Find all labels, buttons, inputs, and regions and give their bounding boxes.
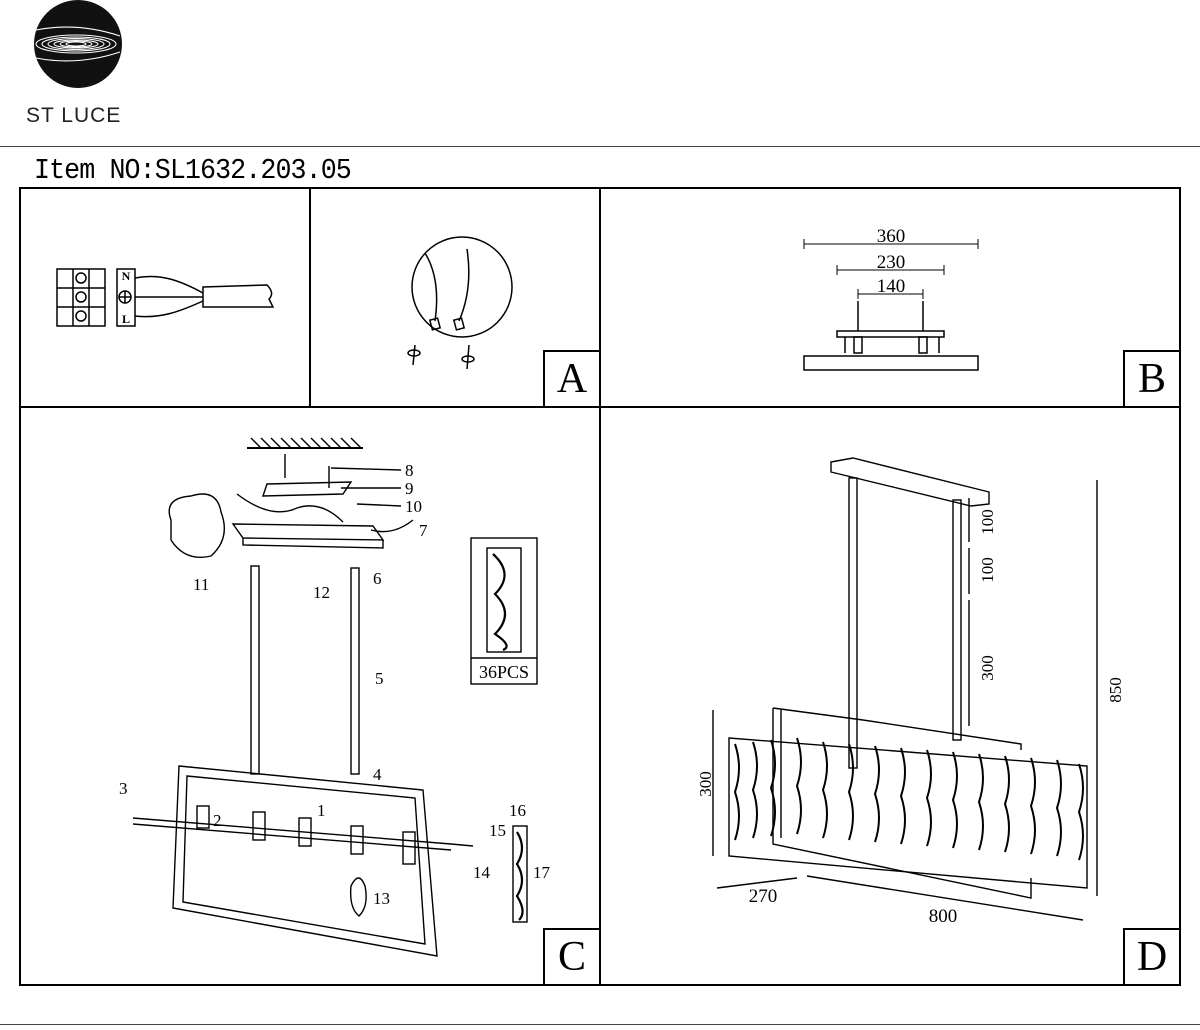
panel-b-drawing: 360 230 140 <box>803 226 979 371</box>
callout-14: 14 <box>473 863 491 882</box>
brand-name: ST LUCE <box>26 104 122 127</box>
terminal-block <box>56 268 275 327</box>
panel-d-letter: D <box>1123 928 1179 984</box>
dim-270: 270 <box>749 886 778 907</box>
callout-6: 6 <box>373 569 382 588</box>
dim-800: 800 <box>929 906 958 927</box>
callout-17: 17 <box>533 863 551 882</box>
header-divider <box>0 146 1200 147</box>
dim-850: 850 <box>1106 677 1125 703</box>
callout-7: 7 <box>419 521 428 540</box>
callout-3: 3 <box>119 779 128 798</box>
dim-140: 140 <box>877 276 906 297</box>
callout-4: 4 <box>373 765 382 784</box>
panel-a: N L A <box>19 187 601 408</box>
callout-2: 2 <box>213 811 222 830</box>
dim-100-a: 100 <box>978 509 997 535</box>
callout-12: 12 <box>313 583 330 602</box>
panel-c-drawing: 8 9 10 7 11 12 6 5 4 3 2 1 13 15 14 16 1… <box>119 437 551 957</box>
callout-8: 8 <box>405 461 414 480</box>
wire-detail <box>407 236 513 370</box>
callout-13: 13 <box>373 889 390 908</box>
brand-logo <box>34 0 122 88</box>
callout-9: 9 <box>405 479 414 498</box>
callout-1: 1 <box>317 801 326 820</box>
mounting-bracket <box>803 301 979 371</box>
panel-a-letter: A <box>543 350 599 406</box>
callout-11: 11 <box>193 575 209 594</box>
dim-230: 230 <box>877 252 906 273</box>
callout-10: 10 <box>405 497 422 516</box>
dim-300-height: 300 <box>696 771 715 797</box>
panel-c-letter: C <box>543 928 599 984</box>
callout-16: 16 <box>509 801 526 820</box>
crystal-count: 36PCS <box>479 662 529 682</box>
callout-5: 5 <box>375 669 384 688</box>
callout-15: 15 <box>489 821 506 840</box>
terminal-n: N <box>122 269 131 283</box>
panel-a-drawing: N L <box>56 189 513 406</box>
dim-100-b: 100 <box>978 557 997 583</box>
dim-300-rod: 300 <box>978 655 997 681</box>
panel-d: 100 100 300 850 300 270 800 D <box>599 406 1181 986</box>
panel-b-letter: B <box>1123 350 1179 406</box>
item-number: Item NO:SL1632.203.05 <box>34 154 352 187</box>
panel-d-drawing: 100 100 300 850 300 270 800 <box>696 457 1125 927</box>
panel-c: 8 9 10 7 11 12 6 5 4 3 2 1 13 15 14 16 1… <box>19 406 601 986</box>
footer-divider <box>0 1024 1200 1025</box>
terminal-l: L <box>122 312 130 326</box>
dim-360: 360 <box>877 226 906 247</box>
panel-b: 360 230 140 B <box>599 187 1181 408</box>
